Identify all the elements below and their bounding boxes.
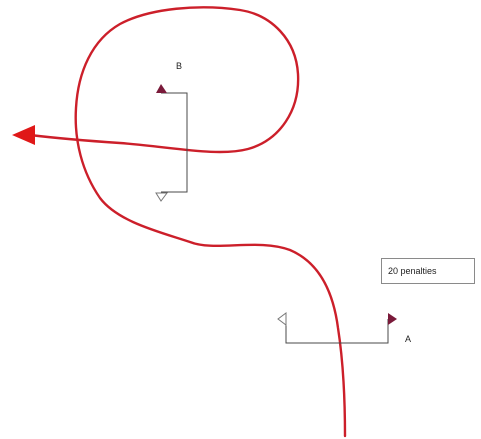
direction-arrow [12,125,35,145]
penalty-text: 20 penalties [388,266,437,276]
course-path [28,6,347,438]
gate-b-bottom-flag-icon [155,192,168,202]
gate-a: A [277,312,411,344]
gate-b: B [155,61,188,202]
gate-b-top-flag-icon [156,84,167,93]
gate-a-left-flag-icon [277,312,287,326]
gate-a-label: A [405,334,411,344]
gate-b-line [161,92,188,193]
gate-b-label: B [176,61,182,71]
gate-a-line [285,319,389,344]
penalty-annotation: 20 penalties [381,258,475,284]
gate-a-right-flag-icon [388,313,397,325]
